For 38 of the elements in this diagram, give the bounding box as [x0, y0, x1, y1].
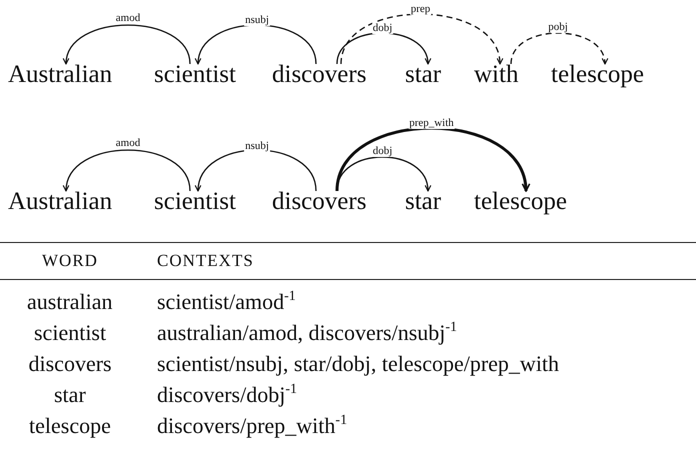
- arc-arrow: [510, 32, 608, 65]
- table-cell: star: [54, 382, 86, 408]
- word: discovers: [272, 188, 366, 216]
- word: discovers: [272, 61, 366, 89]
- edge-label: dobj: [372, 22, 394, 34]
- arc-arrow: [196, 24, 317, 65]
- table-cell: australian: [27, 289, 113, 315]
- table-cell: scientist/nsubj, star/dobj, telescope/prep_with: [157, 351, 560, 377]
- table-cell: scientist: [34, 320, 106, 346]
- arc-arrow: [340, 14, 502, 65]
- table-cell: discovers: [28, 351, 112, 377]
- table-cell: telescope: [29, 413, 111, 439]
- edge-label: pobj: [547, 21, 569, 33]
- word: telescope: [474, 188, 568, 216]
- arc-arrow: [64, 24, 191, 65]
- word: scientist: [154, 188, 236, 216]
- arc-arrow: [336, 126, 529, 192]
- column-header: CONTEXTS: [157, 250, 254, 272]
- word: Australian: [8, 188, 112, 216]
- edge-label: nsubj: [244, 14, 270, 26]
- column-header: WORD: [42, 250, 98, 272]
- arc-arrow: [336, 32, 430, 65]
- edge-label: amod: [114, 12, 142, 24]
- word: telescope: [551, 61, 644, 89]
- word: Australian: [8, 61, 112, 89]
- edge-label: dobj: [372, 145, 394, 157]
- table-cell: discovers/prep_with$^{-1}$: [157, 413, 348, 439]
- table-cell: discovers/dobj$^{-1}$: [157, 382, 297, 408]
- word: scientist: [154, 61, 236, 89]
- edge-label: nsubj: [244, 140, 270, 152]
- table-cell: scientist/amod$^{-1}$: [157, 289, 296, 315]
- word: star: [405, 188, 442, 216]
- edge-label: prep_with: [408, 117, 455, 129]
- word: with: [474, 61, 518, 89]
- arc-arrow: [64, 150, 191, 192]
- word: star: [405, 61, 442, 89]
- edge-label: amod: [114, 137, 142, 149]
- table-cell: australian/amod, discovers/nsubj$^{-1}$: [157, 320, 458, 346]
